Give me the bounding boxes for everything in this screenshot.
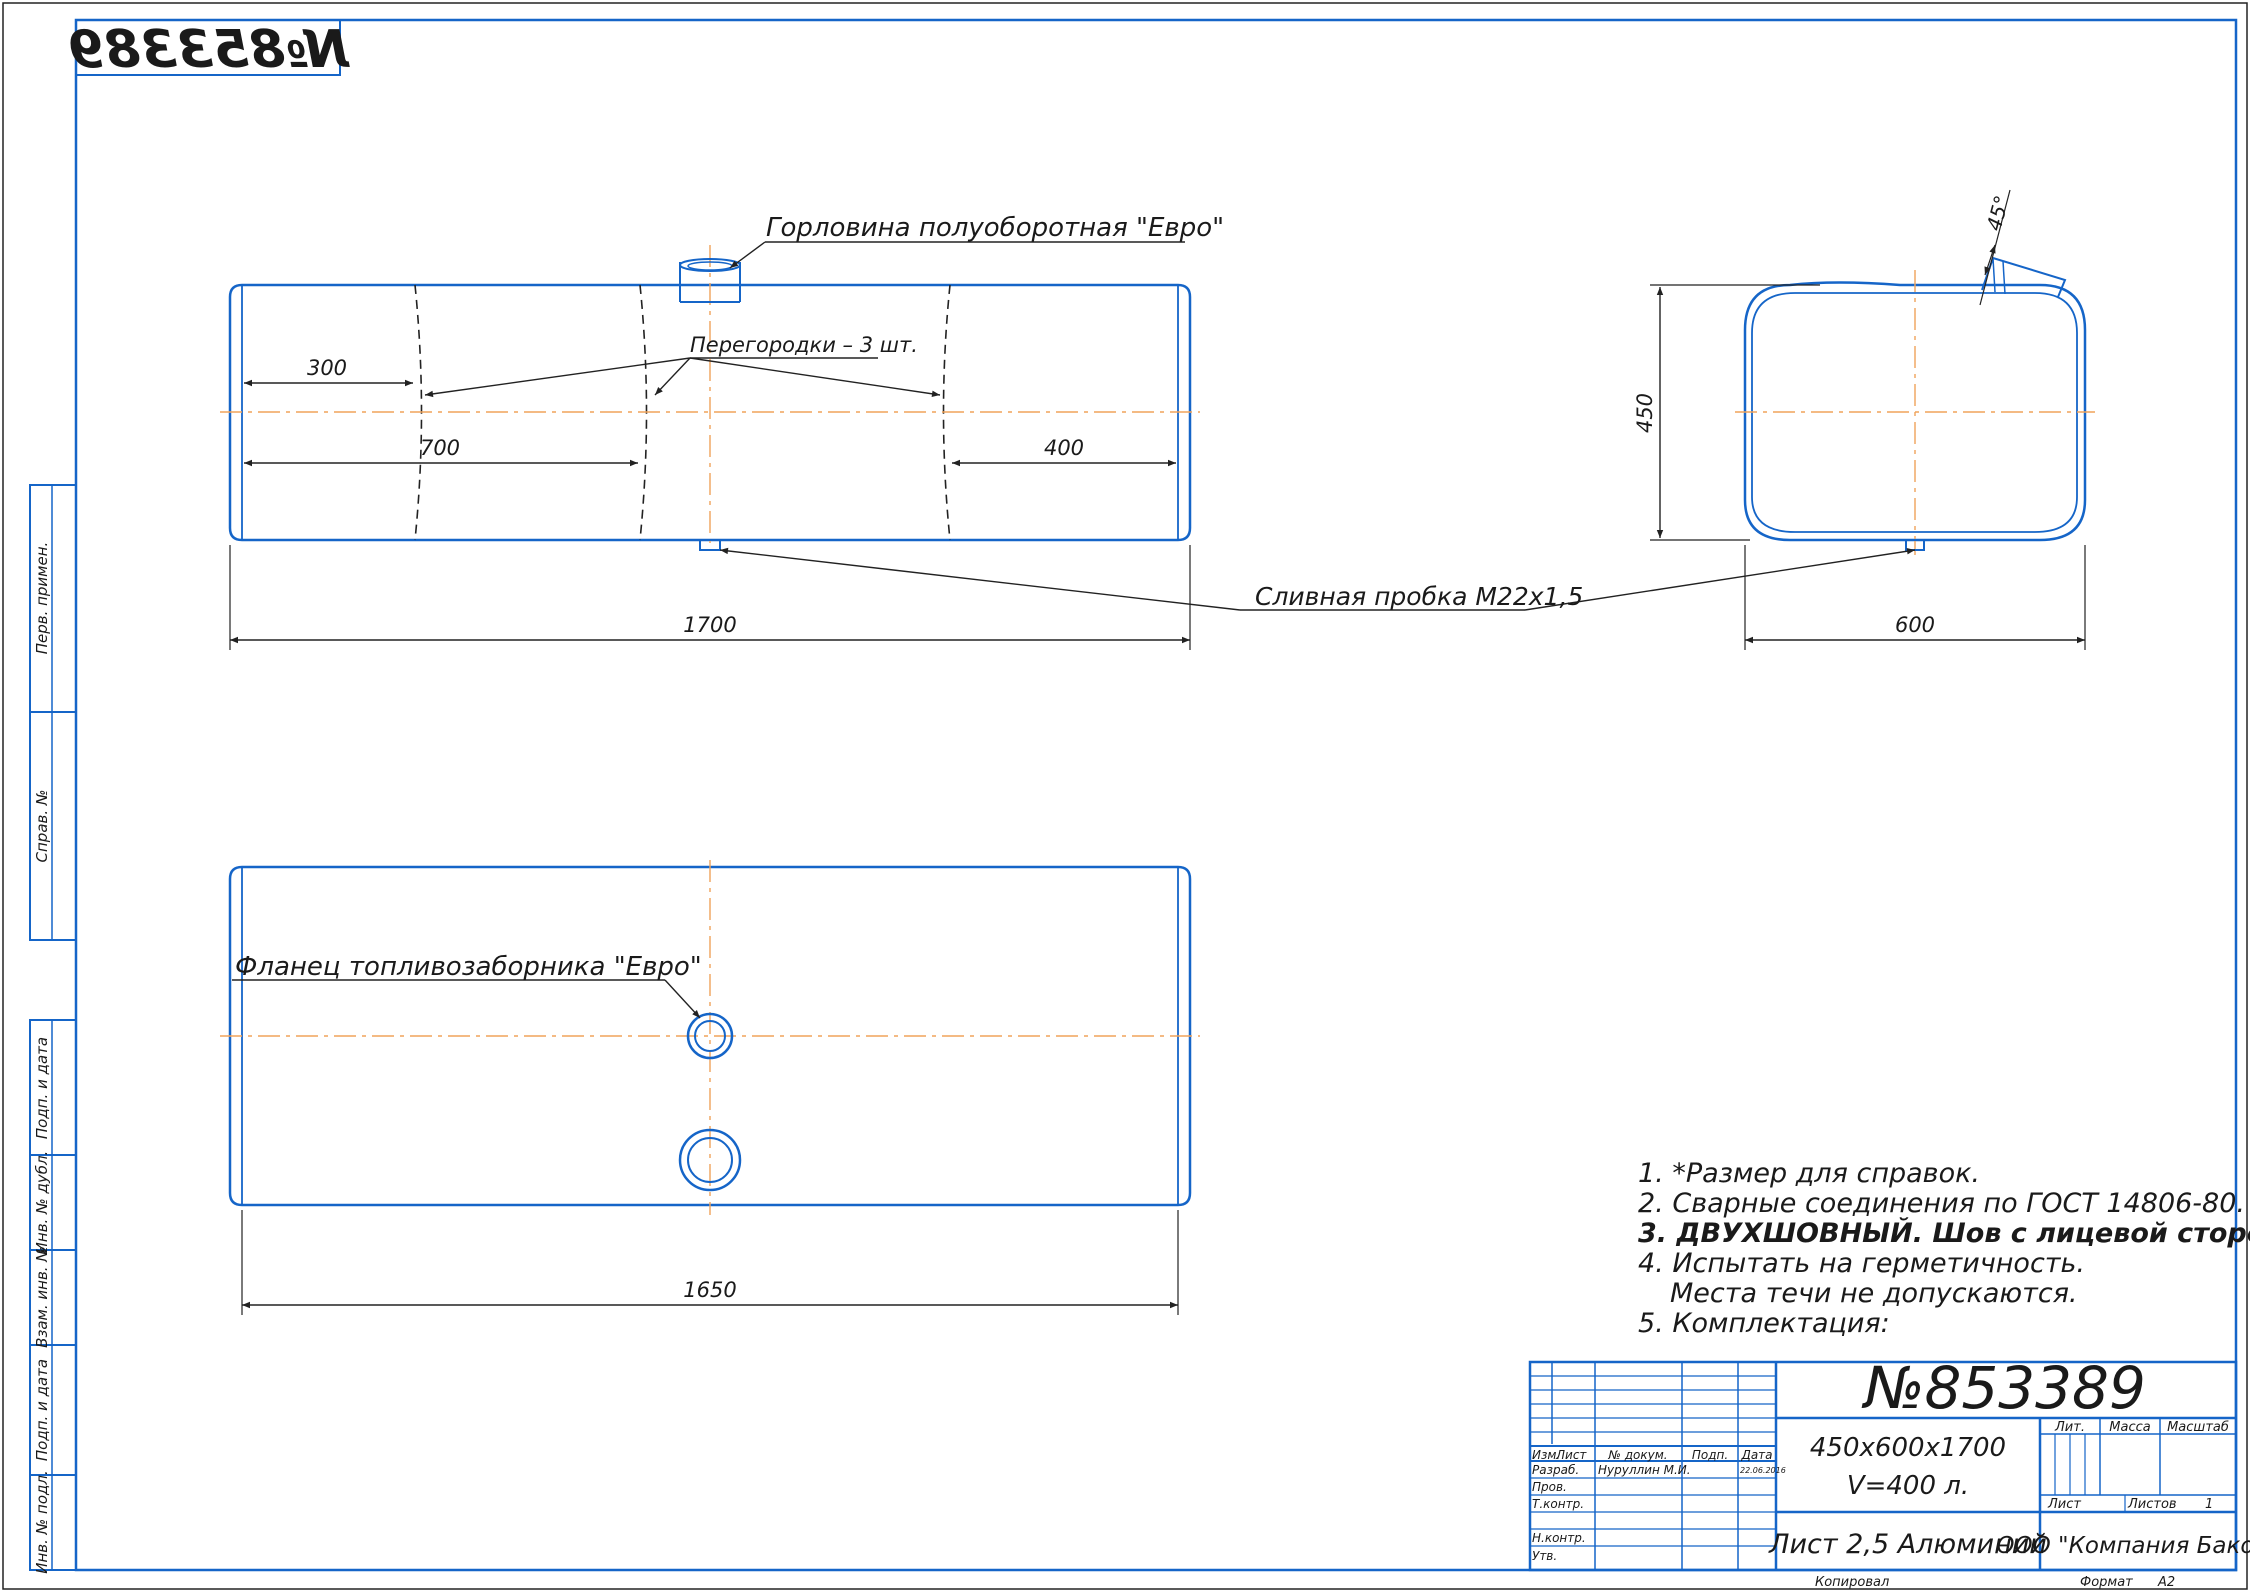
technical-notes: 1. *Размер для справок. 2. Сварные соеди… (1638, 1158, 2250, 1339)
dim-1700: 1700 (683, 613, 736, 637)
dim-600: 600 (1895, 613, 1935, 637)
tb-sheets-count: 1 (2205, 1497, 2213, 1512)
tb-massa: Масса (2109, 1420, 2150, 1435)
tb-h-doc: № докум. (1607, 1448, 1667, 1462)
stamp-label-vzam: Взам. инв. № (33, 1246, 51, 1348)
note-4: 4. Испытать на герметичность. (1638, 1248, 2085, 1279)
left-side-stamp: Перв. примен. Справ. № Подп. и дата Инв.… (29, 484, 77, 1574)
front-view (220, 245, 1200, 551)
stamp-label-podp1: Подп. и дата (33, 1037, 51, 1139)
tb-masshtab: Масштаб (2167, 1420, 2229, 1435)
tb-copied: Копировал (1815, 1575, 1889, 1590)
fuel-flange (686, 1012, 734, 1060)
tb-nkontr: Н.контр. (1532, 1531, 1586, 1545)
stamp-label-podp2: Подп. и дата (33, 1359, 51, 1461)
mirrored-number: №853389 (68, 20, 351, 80)
title-volume: V=400 л. (1847, 1471, 1969, 1501)
tb-sheet: Лист (2047, 1497, 2081, 1512)
tb-sheets: Листов (2127, 1497, 2177, 1512)
tb-developer: Нуруллин М.И. (1598, 1463, 1691, 1477)
title-block: №853389 450х600х1700 V=400 л. Лист 2,5 А… (1528, 1354, 2250, 1590)
label-drain-plug: Сливная пробка М22х1,5 (1255, 582, 1583, 611)
dim-45-degrees: 45° (1982, 193, 2014, 233)
label-partitions: Перегородки – 3 шт. (690, 333, 918, 357)
tb-razrab: Разраб. (1532, 1463, 1579, 1477)
filler-neck (679, 258, 741, 303)
dim-300: 300 (307, 356, 347, 380)
tb-h-podp: Подп. (1692, 1448, 1728, 1462)
stamp-label-perv: Перв. примен. (33, 542, 51, 655)
label-filler-neck: Горловина полуоборотная "Евро" (766, 213, 1224, 243)
stamp-label-dubl: Инв. № дубл. (33, 1151, 51, 1254)
tb-tkontr: Т.контр. (1532, 1497, 1584, 1511)
tb-lit: Лит. (2054, 1420, 2085, 1435)
note-3: 3. ДВУХШОВНЫЙ. Шов с лицевой стороны. (1638, 1217, 2250, 1249)
note-1: 1. *Размер для справок. (1638, 1158, 1980, 1189)
dim-1650: 1650 (683, 1278, 736, 1302)
dim-700: 700 (420, 436, 460, 460)
note-4-cont: Места течи не допускаются. (1670, 1278, 2078, 1309)
tb-h-data: Дата (1740, 1448, 1772, 1462)
bottom-flange (678, 1128, 742, 1192)
top-number-stamp: №853389 (68, 19, 351, 80)
note-5: 5. Комплектация: (1638, 1308, 1890, 1339)
tb-h-list: Лист (1555, 1448, 1587, 1462)
drain-plug-front (699, 539, 721, 551)
tb-prov: Пров. (1532, 1480, 1567, 1494)
title-size: 450х600х1700 (1810, 1433, 2006, 1463)
dim-400: 400 (1044, 436, 1084, 460)
tb-h-izm: Изм. (1532, 1448, 1560, 1462)
drawing-frame (74, 18, 2238, 1572)
tb-format-value: A2 (2157, 1575, 2175, 1590)
dim-450: 450 (1633, 393, 1657, 433)
title-material: Лист 2,5 Алюминий (1768, 1529, 2047, 1560)
top-view (220, 860, 1200, 1215)
side-view (1735, 256, 2095, 555)
tb-format: Формат (2080, 1575, 2133, 1590)
title-number: №853389 (1861, 1354, 2146, 1422)
tb-date: 22.06.2016 (1740, 1466, 1786, 1475)
stamp-label-sprav: Справ. № (33, 790, 51, 863)
tb-utv: Утв. (1532, 1549, 1557, 1563)
stamp-label-podl: Инв. № подл. (33, 1470, 51, 1573)
title-company: ООО "Компания Бакор" (1996, 1533, 2250, 1559)
note-2: 2. Сварные соединения по ГОСТ 14806-80. (1638, 1188, 2245, 1219)
label-fuel-flange: Фланец топливозаборника "Евро" (235, 952, 702, 982)
